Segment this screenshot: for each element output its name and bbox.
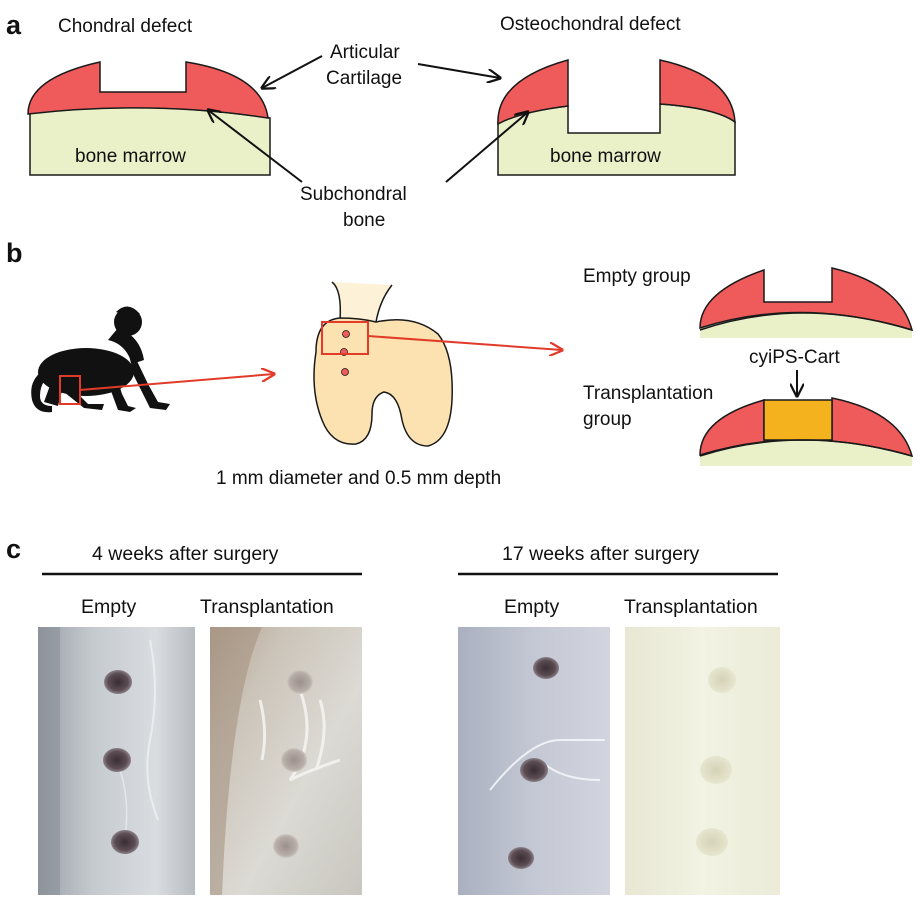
arrow-articular-right [417,63,500,78]
defect-dot-1 [342,330,350,338]
defect-size-label: 1 mm diameter and 0.5 mm depth [216,468,501,489]
defect-hole [111,830,139,854]
chondral-defect-schematic [27,61,271,176]
empty-label-17w: Empty [504,596,560,618]
defect-hole [273,834,299,858]
femur-shaft [332,282,392,322]
knee-defect-box [321,321,369,355]
defect-hole [104,670,132,694]
arrow-monkey-to-knee [79,374,274,391]
defect-hole [533,657,559,679]
panel-label-b: b [6,238,23,268]
empty-group-label: Empty group [583,266,691,287]
photo-17w-transplantation [625,627,780,895]
bone-marrow-label-right: bone marrow [550,146,661,167]
articular-label: Articular [330,42,400,63]
subchondral-label: Subchondral [300,184,407,205]
bone-marrow-label-left: bone marrow [75,146,186,167]
osteochondral-defect-schematic [497,59,736,176]
defect-hole [287,670,313,694]
arrow-articular-left [262,55,323,88]
femur-condyles [313,317,453,447]
transplantation-group-schematic [699,397,914,466]
defect-dot-3 [341,368,349,376]
arrow-knee-to-groups [367,335,562,350]
cartilage-label: Cartilage [326,68,402,89]
monkey-silhouette-icon [31,306,170,413]
bone-label: bone [343,210,385,231]
knee-femur-schematic [313,281,453,447]
defect-hole [103,748,131,772]
arrow-subchondral-left [208,110,303,183]
week17-title: 17 weeks after surgery [502,543,700,565]
panel-label-c: c [6,534,21,564]
osteochondral-cartilage-right [659,59,736,124]
transplantation-label-17w: Transplantation [624,596,758,618]
panel-label-a: a [6,10,22,40]
photo-4w-transplantation [210,627,362,895]
osteochondral-defect-title: Osteochondral defect [500,14,681,35]
photo-4w-empty [38,627,195,895]
transplantation-group-label: Transplantation [583,383,713,404]
cyips-cart-graft [763,399,833,441]
week4-title: 4 weeks after surgery [92,543,279,565]
transplantation-group-label-2: group [583,409,632,430]
empty-group-schematic [699,267,914,338]
defect-hole [696,828,728,856]
empty-label-4w: Empty [81,596,137,618]
arrow-subchondral-right [445,112,528,183]
cyips-cart-label: cyiPS-Cart [749,347,841,368]
chondral-cartilage [27,61,269,119]
defect-hole [708,667,736,693]
chondral-defect-title: Chondral defect [58,16,193,37]
defect-hole [508,847,534,869]
transplantation-label-4w: Transplantation [200,596,334,618]
photo-17w-empty [458,627,610,895]
defect-hole [281,748,307,772]
defect-hole [520,758,548,782]
defect-hole [700,756,732,784]
